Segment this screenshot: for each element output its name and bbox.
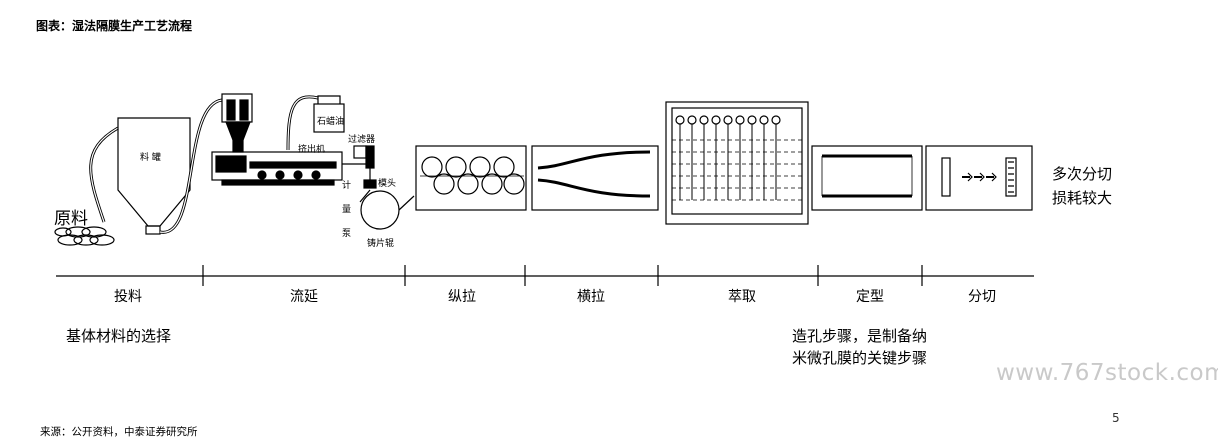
figure-title: 图表：湿法隔膜生产工艺流程	[36, 19, 193, 33]
stage-casting: 流延	[290, 289, 318, 305]
longitudinal-stretch-box	[415, 145, 527, 211]
tank-pipe	[159, 98, 223, 234]
page-number: 5	[1112, 411, 1120, 425]
note-extraction: 造孔步骤，是制备纳 米微孔膜的关键步骤	[792, 327, 928, 367]
pump-label: 计 量 泵	[342, 181, 352, 239]
cast-roll	[360, 190, 400, 230]
stage-md-stretch: 纵拉	[448, 289, 476, 305]
material-tank	[117, 117, 191, 235]
extruder	[211, 93, 343, 186]
source-note: 来源：公开资料，中泰证券研究所	[40, 426, 198, 438]
extruder-label: 挤出机	[298, 145, 326, 155]
extraction-tank	[665, 101, 809, 225]
raw-material-rolls	[54, 226, 115, 246]
transverse-stretch-box	[531, 145, 659, 211]
heat-setting-box	[811, 145, 923, 211]
filter-label: 过滤器	[348, 135, 376, 145]
stage-feeding: 投料	[114, 289, 142, 305]
note-slitting: 多次分切 损耗较大	[1052, 165, 1113, 207]
raw-material-label: 原料	[54, 209, 88, 229]
note-material: 基体材料的选择	[66, 327, 172, 345]
stage-td-stretch: 横拉	[577, 289, 605, 305]
stage-extraction: 萃取	[728, 289, 756, 305]
cast-roll-label: 铸片辊	[367, 239, 395, 249]
process-timeline	[56, 265, 1034, 286]
oil-label: 石蜡油	[317, 117, 345, 127]
watermark: www.767stock.com	[996, 360, 1218, 386]
slitting-box	[925, 145, 1033, 211]
filter-die-assembly	[342, 145, 377, 189]
die-label: 模头	[378, 179, 397, 189]
stage-slitting: 分切	[968, 289, 996, 305]
feed-pipe	[89, 126, 119, 223]
tank-label: 料 罐	[140, 153, 161, 163]
oil-tank	[313, 103, 345, 133]
stage-setting: 定型	[856, 289, 884, 305]
